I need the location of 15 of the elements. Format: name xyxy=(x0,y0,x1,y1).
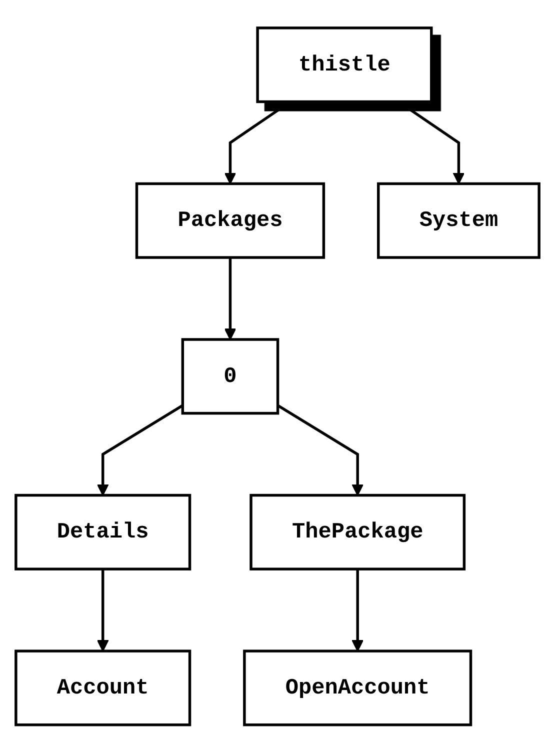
node-box: System xyxy=(377,182,540,259)
node-box: Details xyxy=(14,494,192,571)
arrow xyxy=(277,404,364,496)
arrow xyxy=(398,100,465,184)
node-box: Account xyxy=(14,650,192,726)
arrow xyxy=(224,258,236,340)
node-box: 0 xyxy=(181,338,280,415)
node-box: ThePackage xyxy=(250,494,466,571)
arrow xyxy=(224,100,292,184)
node-box: OpenAccount xyxy=(243,650,472,726)
arrow xyxy=(352,569,364,652)
arrow xyxy=(96,569,109,652)
node-box: Packages xyxy=(135,182,326,259)
node-box: thistle xyxy=(256,26,433,104)
arrow xyxy=(96,404,184,496)
